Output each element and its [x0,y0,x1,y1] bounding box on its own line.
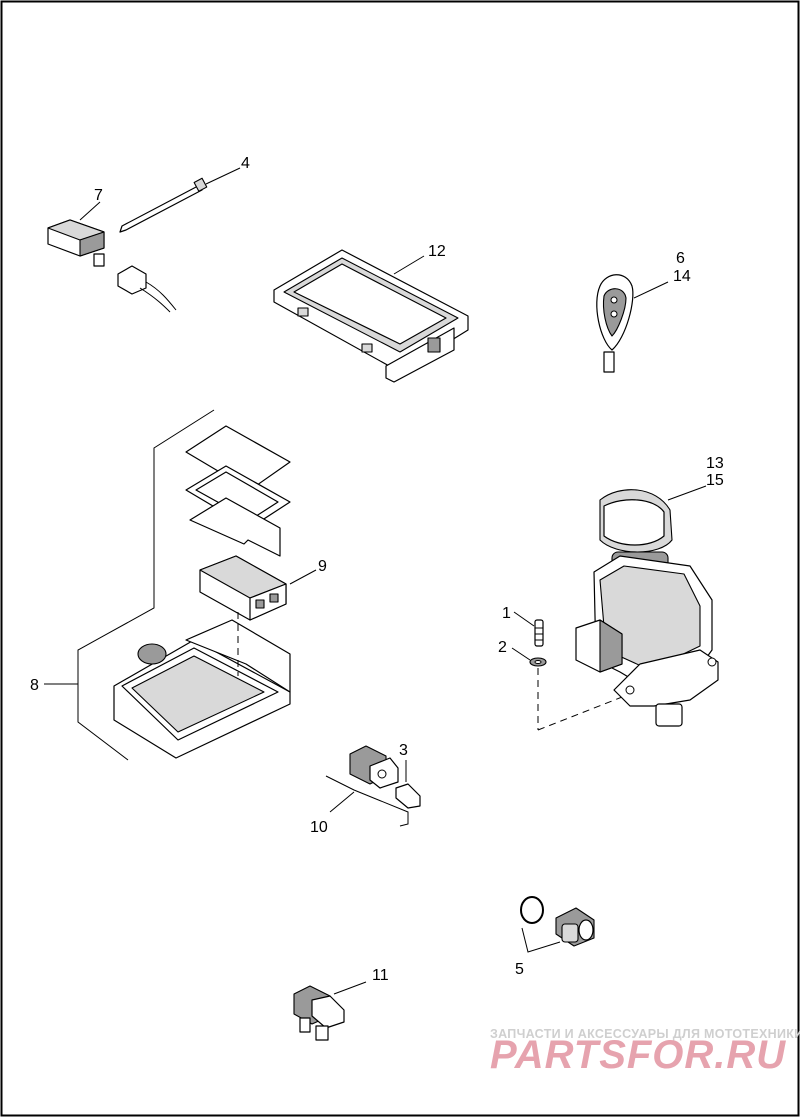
callout-7: 7 [94,187,103,204]
callout-14: 14 [673,268,691,285]
part-8-tray [113,612,291,759]
part-10-switch [325,745,409,827]
callout-12: 12 [428,243,446,260]
part-2-washer [511,647,641,731]
part-13-15-ignition-switch [575,485,719,727]
part-12-module [273,249,469,383]
part-1-screw [513,611,544,647]
callout-4: 4 [241,155,250,172]
callout-5: 5 [515,961,524,978]
part-6-14-key-fob [596,274,669,373]
callout-8: 8 [30,677,39,694]
part-8-plates [185,425,291,557]
part-9-battery [199,555,317,621]
callout-13: 13 [706,455,724,472]
callout-1: 1 [502,605,511,622]
part-3-terminal [395,760,421,809]
callout-15: 15 [706,472,724,489]
part-7-connector [47,201,177,313]
part-8-bracket [44,409,215,761]
part-4-cable-tie [119,167,241,233]
watermark-brand: PARTSFOR.RU [490,1033,786,1077]
part-5-sensor [520,896,595,953]
callout-6: 6 [676,250,685,267]
callout-10: 10 [310,819,328,836]
callout-3: 3 [399,742,408,759]
watermark-tagline: ЗАПЧАСТИ И АКСЕССУАРЫ ДЛЯ МОТОТЕХНИКИ [490,1027,800,1041]
callout-11: 11 [372,967,389,984]
callout-9: 9 [318,558,327,575]
callout-2: 2 [498,639,507,656]
part-11-sensor [293,981,367,1041]
